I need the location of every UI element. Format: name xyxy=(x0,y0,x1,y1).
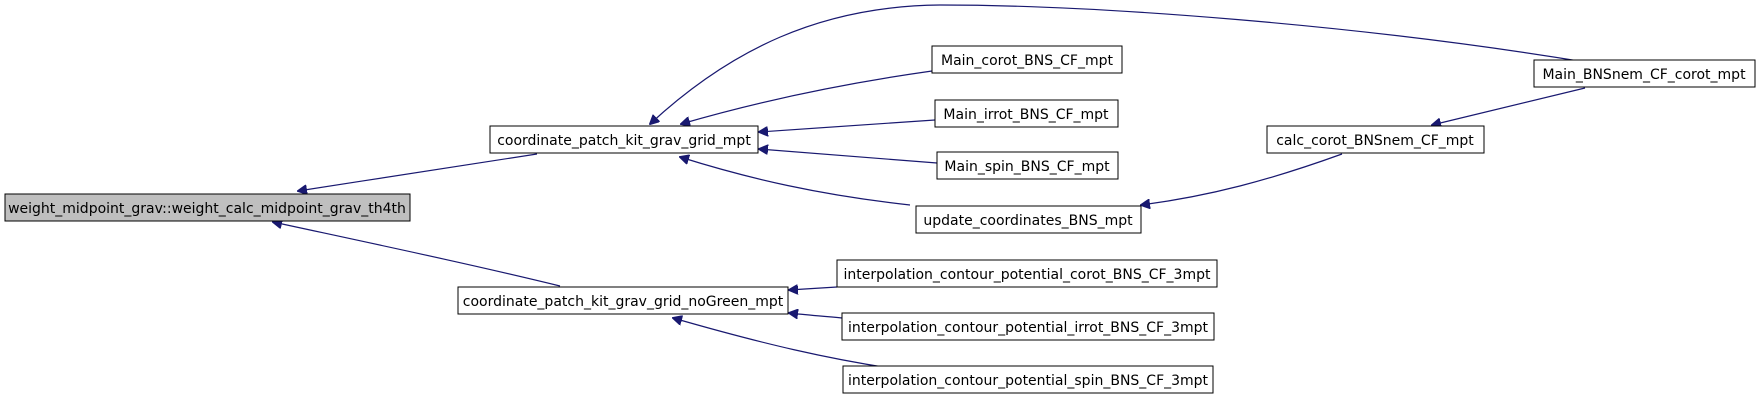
edge-interp-irrot-to-kit-nogreen xyxy=(789,313,843,318)
node-update-coords[interactable]: update_coordinates_BNS_mpt xyxy=(915,205,1142,234)
node-calc-corot-label: calc_corot_BNSnem_CF_mpt xyxy=(1276,133,1474,149)
node-kit-grid[interactable]: coordinate_patch_kit_grav_grid_mpt xyxy=(489,125,759,154)
node-main-spin[interactable]: Main_spin_BNS_CF_mpt xyxy=(936,151,1119,180)
edge-main-irrot-to-kit-grid xyxy=(759,119,936,132)
node-update-coords-label: update_coordinates_BNS_mpt xyxy=(923,213,1133,229)
node-main-corot-label: Main_corot_BNS_CF_mpt xyxy=(941,53,1114,69)
node-interp-spin-label: interpolation_contour_potential_spin_BNS… xyxy=(848,373,1209,389)
node-interp-irrot[interactable]: interpolation_contour_potential_irrot_BN… xyxy=(841,312,1215,341)
node-main-irrot[interactable]: Main_irrot_BNS_CF_mpt xyxy=(934,99,1119,128)
node-root[interactable]: weight_midpoint_grav::weight_calc_midpoi… xyxy=(4,193,411,222)
node-main-bnsnem[interactable]: Main_BNSnem_CF_corot_mpt xyxy=(1533,59,1756,88)
node-main-bnsnem-label: Main_BNSnem_CF_corot_mpt xyxy=(1542,67,1746,83)
edge-update-to-kit-grid xyxy=(680,157,911,206)
node-kit-nogreen-label: coordinate_patch_kit_grav_grid_noGreen_m… xyxy=(463,294,784,310)
edge-main-corot-to-kit-grid xyxy=(681,70,933,124)
node-kit-nogreen[interactable]: coordinate_patch_kit_grav_grid_noGreen_m… xyxy=(457,286,789,315)
node-main-spin-label: Main_spin_BNS_CF_mpt xyxy=(944,159,1110,175)
node-interp-spin[interactable]: interpolation_contour_potential_spin_BNS… xyxy=(842,365,1214,394)
node-interp-irrot-label: interpolation_contour_potential_irrot_BN… xyxy=(848,320,1209,336)
node-main-corot[interactable]: Main_corot_BNS_CF_mpt xyxy=(931,45,1123,74)
node-main-irrot-label: Main_irrot_BNS_CF_mpt xyxy=(943,107,1109,123)
node-interp-corot-label: interpolation_contour_potential_corot_BN… xyxy=(844,267,1211,283)
edge-kit-nogreen-to-root xyxy=(273,222,561,287)
edge-main-spin-to-kit-grid xyxy=(759,149,938,164)
node-calc-corot[interactable]: calc_corot_BNSnem_CF_mpt xyxy=(1266,125,1485,154)
edge-calc-corot-to-update xyxy=(1141,153,1343,205)
edge-main-bnsnem-to-calc-corot xyxy=(1432,87,1586,125)
edge-interp-corot-to-kit-nogreen xyxy=(789,287,838,290)
node-root-label: weight_midpoint_grav::weight_calc_midpoi… xyxy=(8,201,406,217)
node-kit-grid-label: coordinate_patch_kit_grav_grid_mpt xyxy=(497,133,751,149)
node-interp-corot[interactable]: interpolation_contour_potential_corot_BN… xyxy=(836,259,1218,288)
edge-main-bnsnem-to-kit-grid xyxy=(650,4,1586,124)
edge-kit-grid-to-root xyxy=(298,153,538,191)
